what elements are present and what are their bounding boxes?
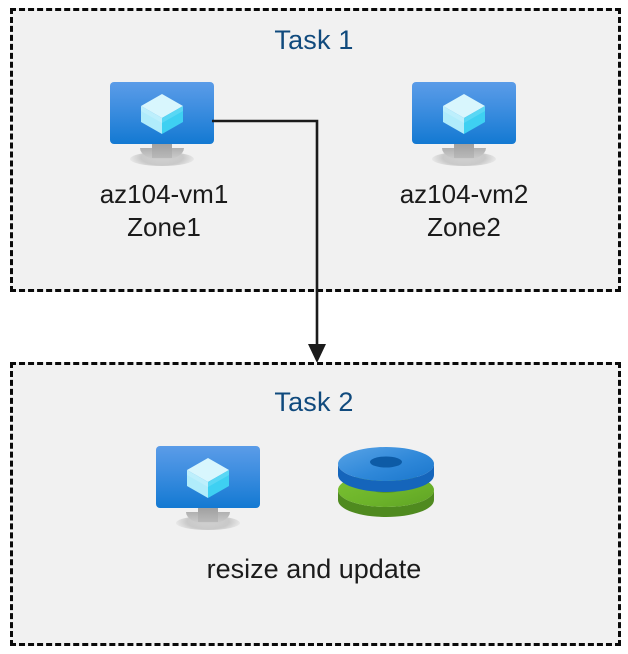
task-1-title: Task 1	[274, 25, 354, 55]
cube-icon	[141, 94, 183, 134]
resize-and-update-caption: resize and update	[206, 554, 422, 584]
virtual-machine-icon-vm2	[412, 82, 516, 166]
monitor-neck	[152, 142, 172, 158]
managed-disks-icon	[338, 447, 434, 517]
task-2-title: Task 2	[274, 387, 354, 417]
virtual-machine-icon-task2	[156, 446, 260, 530]
blue-disk	[338, 447, 434, 492]
task-2-container	[10, 362, 621, 646]
monitor-neck	[454, 142, 474, 158]
cube-icon	[443, 94, 485, 134]
vm2-label: az104-vm2 Zone2	[399, 179, 529, 242]
monitor-neck	[198, 506, 218, 522]
vm1-label: az104-vm1 Zone1	[99, 179, 229, 242]
virtual-machine-icon-vm1	[110, 82, 214, 166]
cube-icon	[187, 458, 229, 498]
